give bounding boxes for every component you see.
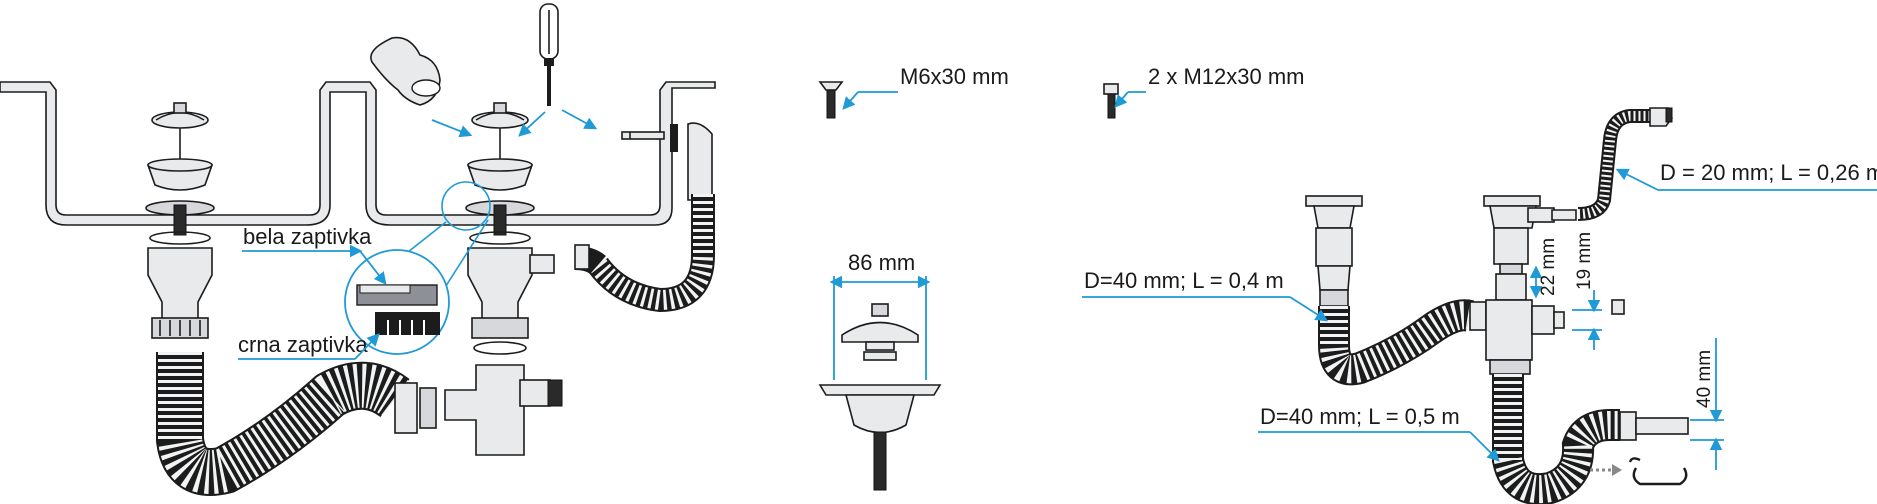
left-hose-label: D=40 mm; L = 0,4 m xyxy=(1084,268,1284,293)
right-strainer-right xyxy=(1483,195,1577,275)
white-gasket-label: bela zaptivka xyxy=(243,224,372,249)
bolt-icon: 2 x M12x30 mm xyxy=(1103,64,1305,119)
center-strainer-assembly xyxy=(444,102,563,456)
dim-22-label: 22 mm xyxy=(1538,238,1559,296)
hose-clip-icon xyxy=(1590,457,1688,486)
trap-hose: D=40 mm; L = 0,5 m xyxy=(1258,374,1689,504)
dim-19-label: 19 mm xyxy=(1574,232,1595,290)
left-corrugated-hose xyxy=(156,352,437,496)
sink-basin xyxy=(0,81,716,226)
strainer-width-label: 86 mm xyxy=(848,250,915,275)
trap-hose-label: D=40 mm; L = 0,5 m xyxy=(1260,404,1460,429)
tee-connector xyxy=(1485,273,1625,375)
gasket-labels: bela zaptivka crna zaptivka xyxy=(238,224,387,360)
dimension-40mm: 40 mm xyxy=(1690,338,1724,470)
drain-hose-left: D=40 mm; L = 0,4 m xyxy=(1082,268,1487,386)
screw-icon: M6x30 mm xyxy=(818,64,1009,119)
dimension-19mm: 19 mm xyxy=(1572,232,1602,350)
dimension-22mm: 22 mm xyxy=(1529,238,1559,299)
overflow-hose: D = 20 mm; L = 0,26 m xyxy=(1577,107,1877,221)
screw-m6-label: M6x30 mm xyxy=(900,64,1009,89)
hand-icon xyxy=(370,36,441,106)
overflow-hose-label: D = 20 mm; L = 0,26 m xyxy=(1660,160,1877,185)
screwdriver-icon xyxy=(539,3,559,106)
overflow-fitting xyxy=(574,122,715,313)
black-gasket-label: crna zaptivka xyxy=(238,332,368,357)
right-strainer-left xyxy=(1305,195,1363,307)
dim-40-label: 40 mm xyxy=(1694,350,1715,408)
left-strainer-assembly xyxy=(145,102,215,339)
screw-m12-label: 2 x M12x30 mm xyxy=(1148,64,1305,89)
sink-strainer-icon: 86 mm xyxy=(818,250,942,491)
gasket-detail-callout xyxy=(344,181,491,355)
